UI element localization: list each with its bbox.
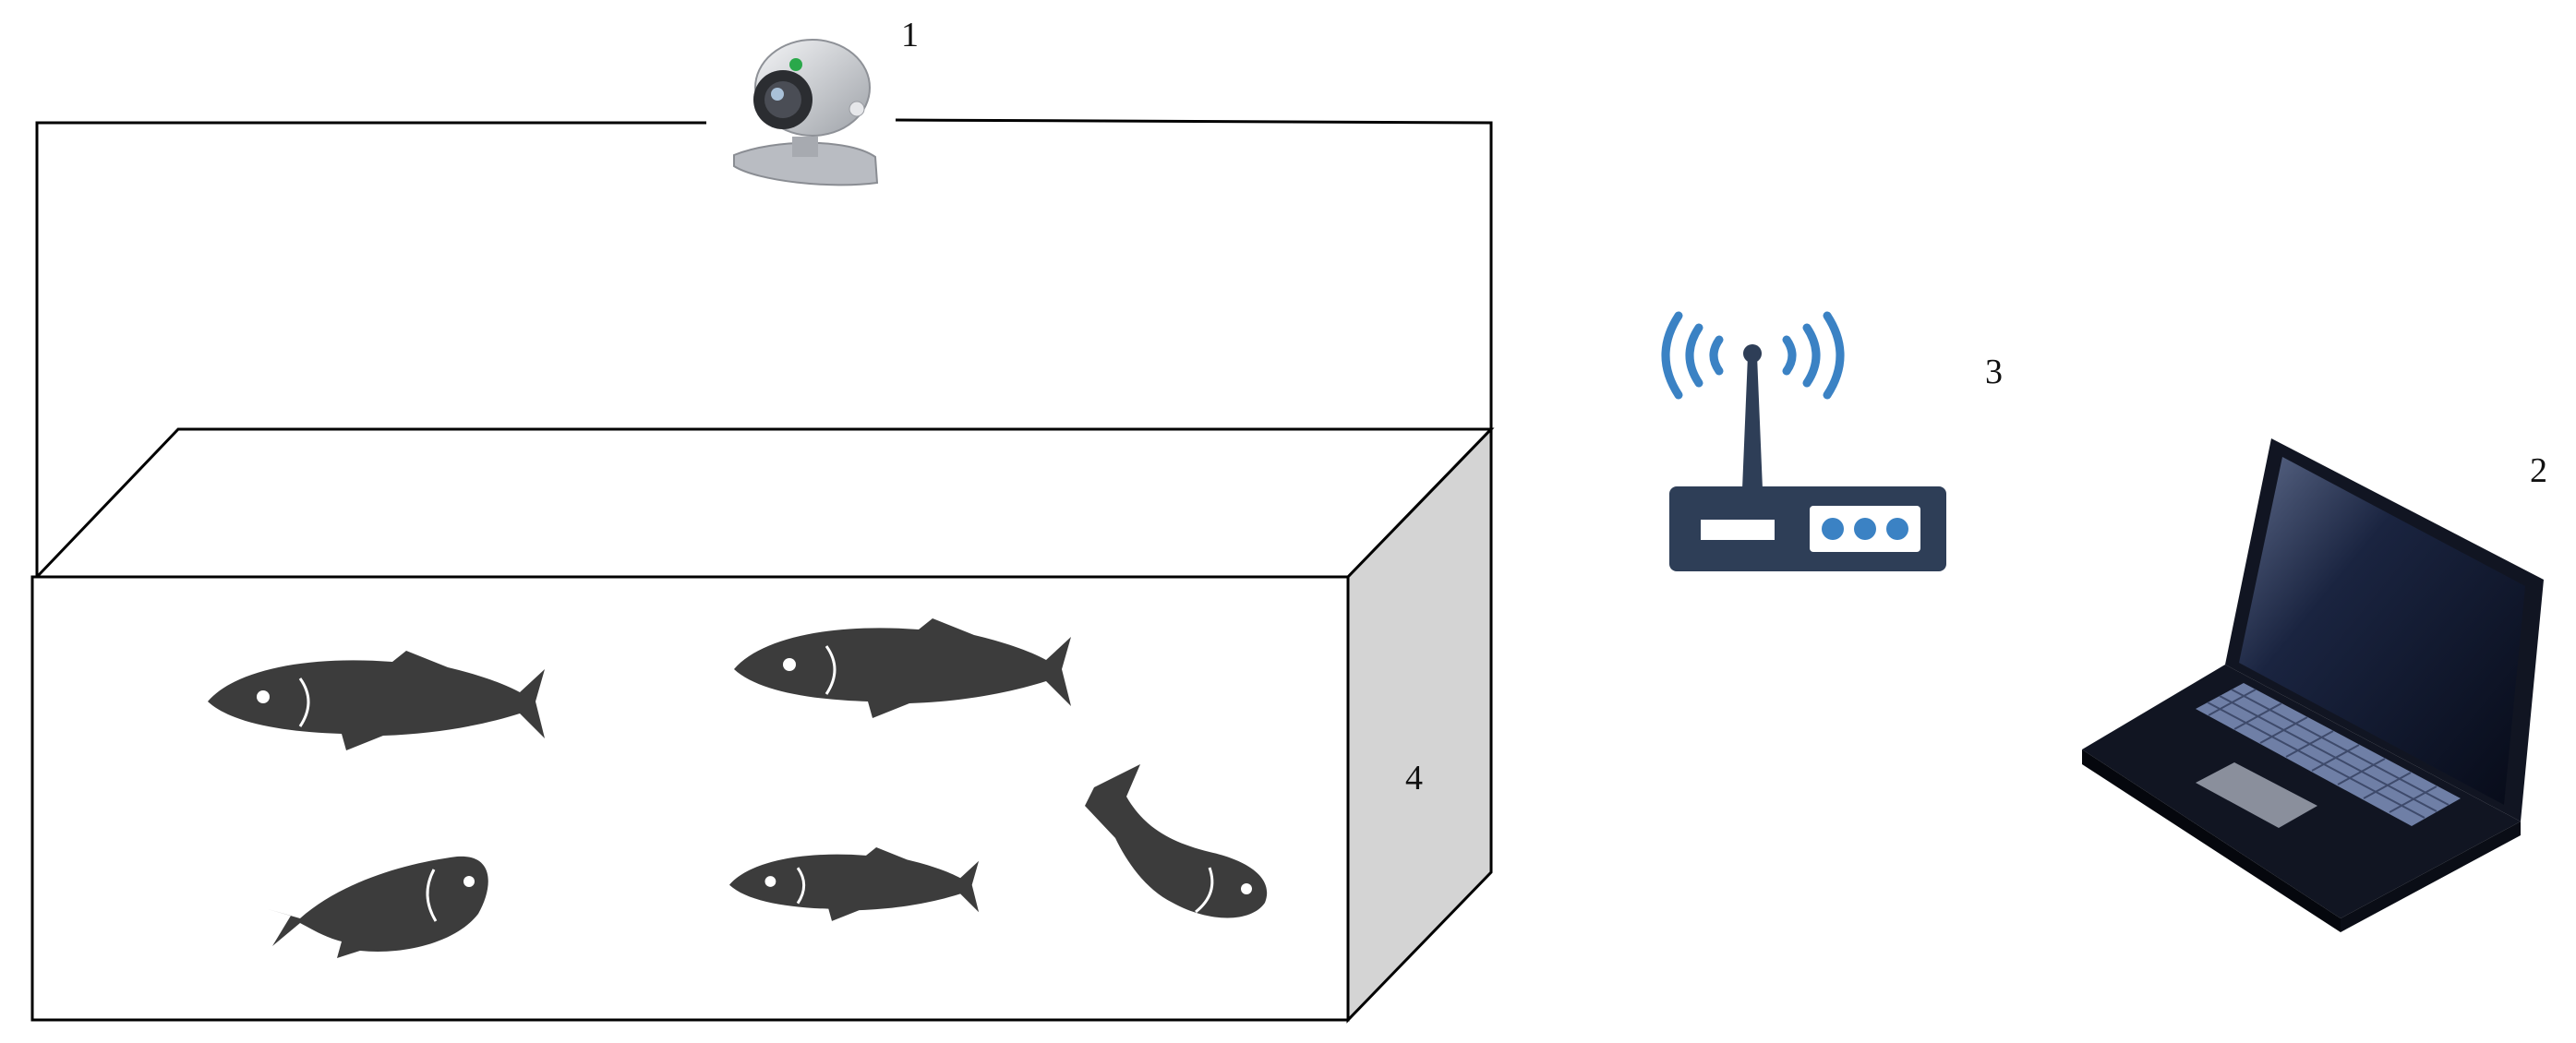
camera-mount-frame bbox=[35, 118, 1493, 577]
callout-router: 3 bbox=[1985, 353, 2003, 391]
fish-icon bbox=[734, 618, 1071, 718]
wifi-router-icon bbox=[1661, 311, 1946, 571]
callout-laptop: 2 bbox=[2530, 451, 2547, 490]
tank-top-face bbox=[33, 427, 1495, 579]
fish-icon bbox=[208, 651, 545, 750]
callout-tank: 4 bbox=[1405, 759, 1423, 797]
fish-icon bbox=[268, 856, 488, 958]
fish-icon bbox=[1085, 764, 1268, 918]
fish-group bbox=[208, 618, 1268, 958]
touchpad bbox=[2196, 762, 2317, 828]
laptop-icon bbox=[2082, 438, 2544, 932]
wifi-waves bbox=[1661, 311, 1845, 400]
fish-icon bbox=[729, 847, 980, 921]
webcam-icon bbox=[733, 39, 879, 186]
callout-camera: 1 bbox=[901, 16, 919, 54]
tank-front-face bbox=[30, 575, 1350, 1022]
fish-tank bbox=[30, 426, 1495, 1024]
